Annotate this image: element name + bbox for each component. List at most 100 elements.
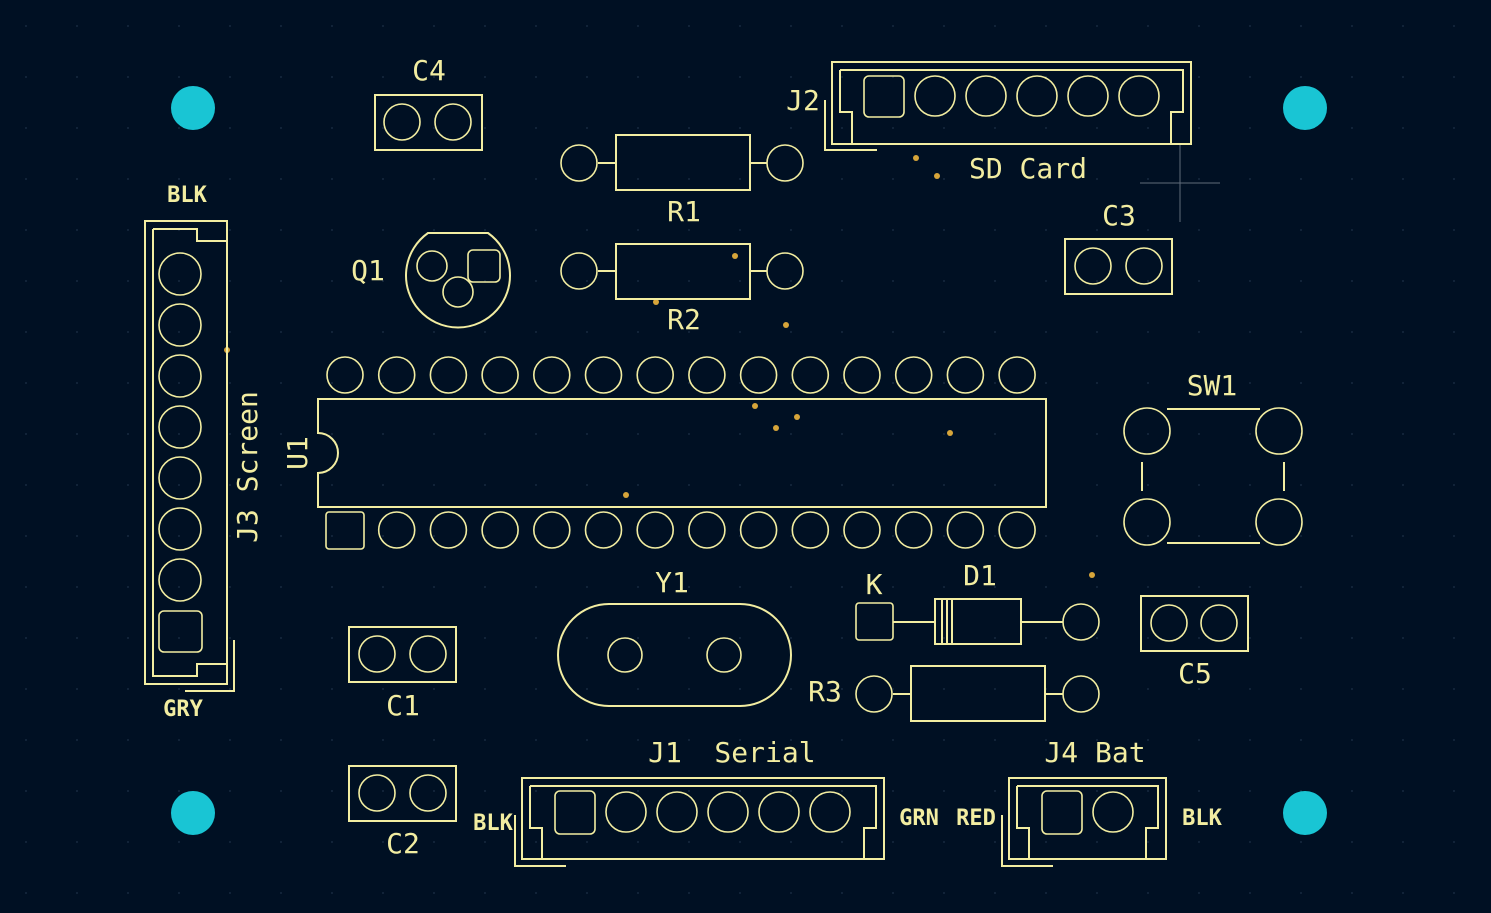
grid-dot (994, 433, 996, 435)
grid-dot (331, 535, 333, 537)
resistor-r3[interactable]: R3 (808, 665, 1100, 722)
grid-dot (841, 484, 843, 486)
grid-dot (994, 178, 996, 180)
grid-dot (994, 127, 996, 129)
capacitor-c4[interactable]: C4 (374, 54, 483, 151)
grid-dot (1351, 25, 1353, 27)
grid-dot (1300, 229, 1302, 231)
grid-dot (994, 280, 996, 282)
grid-dot (790, 790, 792, 792)
grid-dot (535, 433, 537, 435)
connector-j3-screen[interactable]: BLK GRY J3 Screen (144, 183, 264, 722)
label-c1: C1 (386, 689, 420, 722)
grid-dot (892, 280, 894, 282)
ic-u1-pin (481, 511, 519, 549)
grid-dot (688, 25, 690, 27)
grid-dot (127, 229, 129, 231)
connector-j4-battery[interactable]: J4 Bat RED BLK (956, 736, 1223, 867)
grid-dot (1351, 790, 1353, 792)
grid-dot (1198, 790, 1200, 792)
label-blk-serial: BLK (473, 811, 513, 836)
grid-dot (331, 178, 333, 180)
resistor-r2[interactable]: R2 (560, 243, 804, 336)
grid-dot (586, 280, 588, 282)
grid-dot (433, 586, 435, 588)
grid-dot (535, 739, 537, 741)
grid-dot (25, 739, 27, 741)
grid-dot (1249, 382, 1251, 384)
grid-dot (943, 484, 945, 486)
ic-u1-pin (688, 511, 726, 549)
grid-dot (382, 739, 384, 741)
grid-dot (25, 790, 27, 792)
grid-dot (841, 586, 843, 588)
grid-dot (25, 331, 27, 333)
mounting-hole-top-right[interactable] (1283, 86, 1327, 130)
grid-dot (790, 841, 792, 843)
grid-dot (1300, 739, 1302, 741)
grid-dot (280, 484, 282, 486)
grid-dot (280, 586, 282, 588)
mounting-hole-bottom-right[interactable] (1283, 791, 1327, 835)
mounting-hole-bottom-left[interactable] (171, 791, 215, 835)
grid-dot (637, 433, 639, 435)
switch-sw1[interactable]: SW1 (1123, 369, 1303, 546)
grid-dot (1453, 790, 1455, 792)
grid-dot (76, 280, 78, 282)
grid-dot (178, 127, 180, 129)
grid-dot (1300, 331, 1302, 333)
grid-dot (1198, 229, 1200, 231)
grid-dot (943, 688, 945, 690)
capacitor-c3[interactable]: C3 (1064, 199, 1173, 295)
capacitor-c1[interactable]: C1 (348, 626, 457, 722)
grid-dot (790, 382, 792, 384)
grid-dot (433, 382, 435, 384)
grid-dot (535, 892, 537, 894)
grid-dot (841, 280, 843, 282)
capacitor-c2[interactable]: C2 (348, 765, 457, 860)
grid-dot (841, 841, 843, 843)
grid-dot (127, 25, 129, 27)
grid-dot (178, 76, 180, 78)
mounting-hole-top-left[interactable] (171, 86, 215, 130)
grid-dot (790, 586, 792, 588)
grid-dot (1249, 637, 1251, 639)
grid-dot (1249, 280, 1251, 282)
grid-dot (1096, 331, 1098, 333)
ic-u1-pin (791, 356, 830, 394)
transistor-q1[interactable]: Q1 (351, 232, 511, 329)
grid-dot (280, 382, 282, 384)
grid-dot (127, 382, 129, 384)
resistor-r1[interactable]: R1 (560, 134, 804, 228)
grid-dot (76, 25, 78, 27)
grid-dot (1147, 433, 1149, 435)
grid-dot (1300, 637, 1302, 639)
diode-d1[interactable]: K D1 (855, 559, 1100, 645)
connector-j2-sd-card[interactable]: J2 SD Card (786, 61, 1192, 185)
grid-dot (127, 178, 129, 180)
grid-dot (1198, 535, 1200, 537)
grid-dot (1249, 841, 1251, 843)
grid-dot (994, 739, 996, 741)
grid-dot (484, 178, 486, 180)
grid-dot (382, 25, 384, 27)
grid-dot (637, 841, 639, 843)
grid-dot (433, 790, 435, 792)
grid-dot (586, 637, 588, 639)
grid-dot (1402, 127, 1404, 129)
grid-dot (1198, 382, 1200, 384)
connector-j1-serial[interactable]: J1 Serial BLK GRN (473, 736, 939, 867)
grid-dot (484, 535, 486, 537)
capacitor-c5[interactable]: C5 (1140, 595, 1249, 690)
grid-dot (637, 892, 639, 894)
grid-dot (1096, 280, 1098, 282)
grid-dot (994, 484, 996, 486)
grid-dot (790, 892, 792, 894)
grid-dot (229, 178, 231, 180)
ic-u1[interactable]: U1 (281, 356, 1047, 550)
grid-dot (229, 331, 231, 333)
crystal-y1[interactable]: Y1 (557, 566, 792, 707)
grid-dot (433, 688, 435, 690)
grid-dot (1351, 841, 1353, 843)
grid-dot (586, 892, 588, 894)
